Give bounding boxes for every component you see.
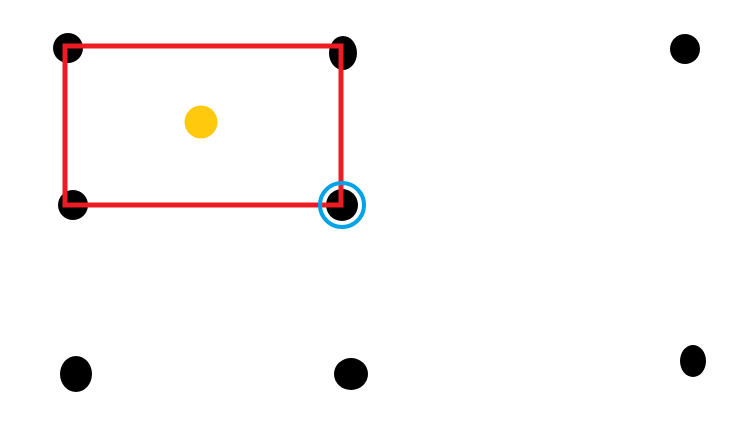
dot-top-right bbox=[670, 34, 700, 64]
dot-bottom-left bbox=[60, 356, 92, 392]
highlight-ring bbox=[318, 181, 366, 229]
selection-rectangle bbox=[62, 43, 344, 208]
center-marker bbox=[184, 105, 218, 139]
dot-bottom-right bbox=[680, 345, 706, 377]
dot-bottom-middle bbox=[334, 358, 368, 390]
